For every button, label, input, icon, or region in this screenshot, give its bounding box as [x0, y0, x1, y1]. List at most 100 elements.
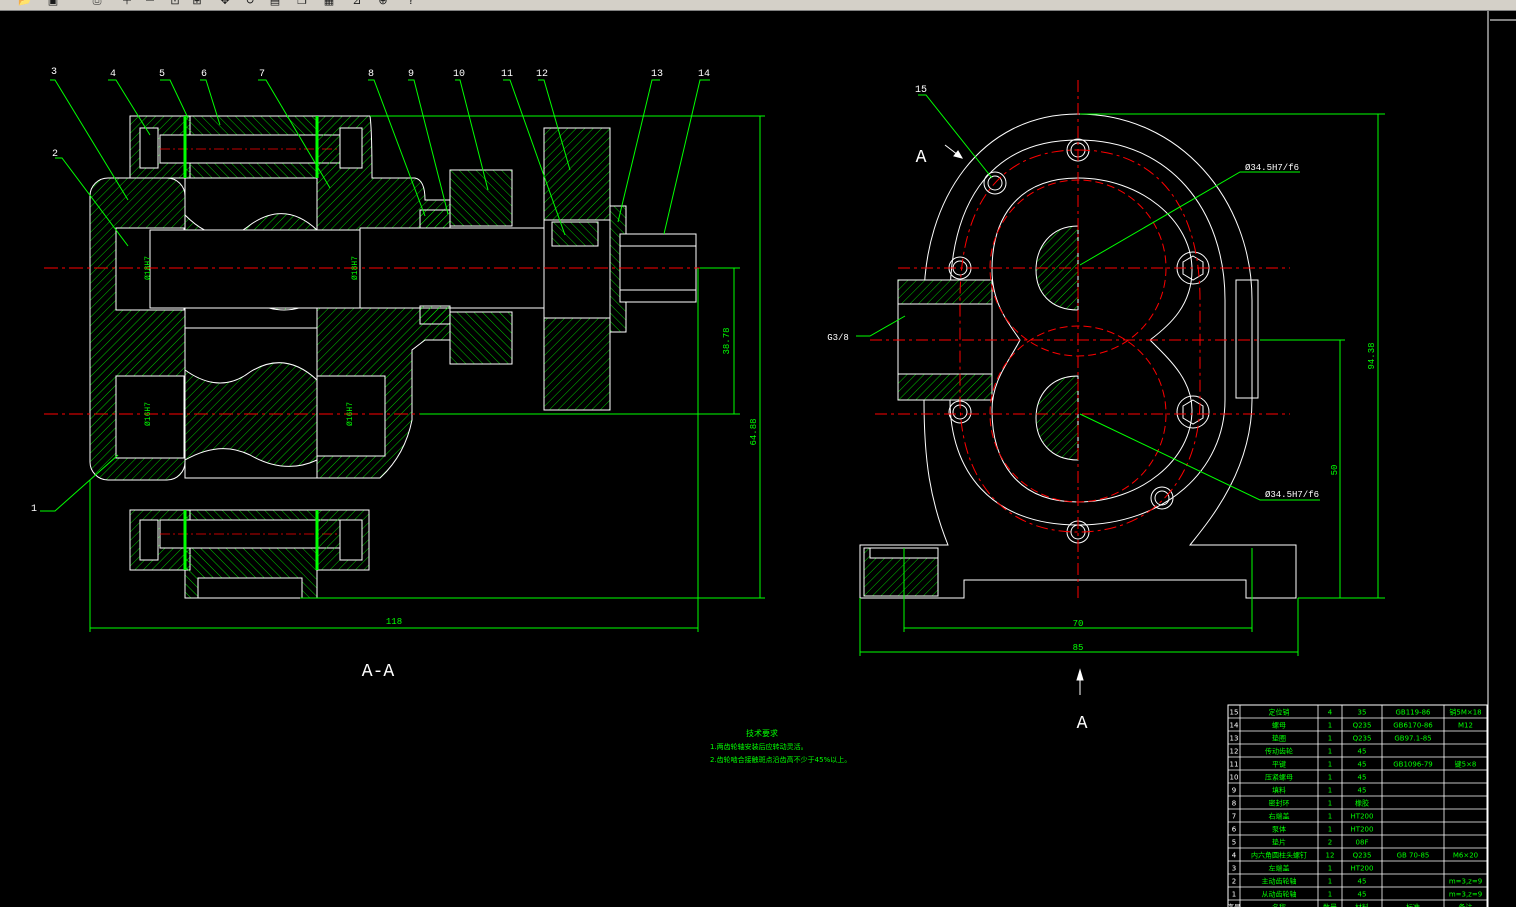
dia-3: Ø16H7	[144, 402, 153, 426]
redraw-icon[interactable]: ↻	[245, 0, 255, 7]
bom-cell: 平键	[1272, 760, 1286, 769]
dim-94-38: 94.38	[1367, 342, 1377, 369]
section-title: A-A	[362, 662, 395, 682]
bom-cell: 11	[1230, 761, 1239, 769]
part-label-10: 10	[453, 69, 465, 80]
tech-note-2: 2.齿轮啮合接触斑点沿齿高不少于45%以上。	[710, 755, 851, 764]
print-icon[interactable]: ⎙	[92, 0, 102, 7]
bom-cell: 填料	[1272, 786, 1286, 795]
zoom-window-icon[interactable]: ⊡	[170, 0, 180, 7]
dim-85: 85	[1073, 643, 1084, 653]
bom-cell: 压紧螺母	[1265, 773, 1293, 782]
bom-cell: 1	[1328, 774, 1332, 782]
bom-cell: HT200	[1351, 826, 1374, 834]
bom-cell: 序号	[1227, 903, 1241, 907]
bom-cell: HT200	[1351, 813, 1374, 821]
fit-label-top: Ø34.5H7/f6	[1245, 163, 1299, 173]
bom-cell: 12	[1326, 852, 1335, 860]
bom-cell: GB1096-79	[1393, 761, 1432, 769]
bom-cell: 1	[1328, 865, 1332, 873]
bom-cell: 35	[1358, 709, 1367, 717]
bom-cell: 泵体	[1272, 825, 1286, 834]
bom-cell: m=3,z=9	[1449, 891, 1482, 899]
part-label-13: 13	[651, 69, 663, 80]
part-label-12: 12	[536, 69, 548, 80]
bom-cell: 14	[1230, 722, 1239, 730]
bom-cell: 材料	[1355, 903, 1369, 907]
layer-icon[interactable]: ▤	[269, 0, 281, 7]
dim-38-78: 38.78	[722, 327, 732, 354]
bom-cell: 45	[1358, 891, 1367, 899]
bom-cell: 垫圈	[1272, 734, 1286, 743]
bom-cell: 内六角圆柱头螺钉	[1251, 851, 1307, 860]
help-icon[interactable]: ?	[408, 0, 414, 7]
bom-cell: 7	[1232, 813, 1236, 821]
bom-cell: GB6170-86	[1393, 722, 1433, 730]
bom-cell: 1	[1328, 891, 1332, 899]
bom-cell: 1	[1328, 761, 1332, 769]
bom-cell: GB 70-85	[1397, 852, 1430, 860]
bom-cell: 45	[1358, 787, 1367, 795]
bom-cell: 9	[1232, 787, 1236, 795]
bom-cell: 1	[1328, 878, 1332, 886]
end-view	[859, 113, 1297, 599]
bom-cell: 45	[1358, 748, 1367, 756]
end-centerlines	[870, 80, 1290, 600]
bom-cell: 1	[1328, 748, 1332, 756]
toolbar: 📂 ▣ ⎙ ＋ － ⊡ ⊞ ✥ ↻ ▤ ❐ ▦ ⊿ ⊕?	[0, 0, 1516, 11]
save-icon[interactable]: ▣	[47, 0, 59, 7]
bom-cell: 13	[1230, 735, 1239, 743]
bom-cell: 主动齿轮轴	[1262, 877, 1297, 886]
copy-icon[interactable]: ❐	[297, 0, 307, 7]
section-view	[89, 115, 697, 599]
bom-cell: 10	[1230, 774, 1239, 782]
open-icon[interactable]: 📂	[18, 0, 32, 7]
bom-cell: 名称	[1272, 903, 1286, 907]
part-label-2: 2	[52, 149, 58, 160]
bom-cell: 1	[1328, 722, 1332, 730]
bom-cell: 45	[1358, 774, 1367, 782]
part-label-7: 7	[259, 69, 265, 80]
bom-cell: 销5M×18	[1449, 708, 1481, 717]
bom-cell: 数量	[1323, 903, 1337, 907]
part-label-8: 8	[368, 69, 374, 80]
measure-icon[interactable]: ⊿	[352, 0, 362, 7]
bom-cell: 45	[1358, 878, 1367, 886]
bom-cell: Q235	[1353, 722, 1372, 730]
part-label-5: 5	[159, 69, 165, 80]
dia-2: Ø18H7	[351, 256, 360, 280]
bom-cell: GB97.1-85	[1394, 735, 1431, 743]
bom-cell: Q235	[1353, 852, 1372, 860]
bom-cell: 1	[1232, 891, 1236, 899]
properties-icon[interactable]: ▦	[323, 0, 335, 7]
bom-cell: M12	[1458, 722, 1473, 730]
bom-cell: 左端盖	[1269, 864, 1290, 873]
part-label-14: 14	[698, 69, 710, 80]
bom-cell: 3	[1232, 865, 1236, 873]
bom-cell: 标准	[1406, 903, 1420, 907]
end-dimensions	[856, 94, 1385, 656]
zoom-all-icon[interactable]: ⊞	[192, 0, 202, 7]
dim-70: 70	[1073, 619, 1084, 629]
zoom-in-icon[interactable]: ＋	[121, 0, 133, 7]
part-label-1: 1	[31, 504, 37, 515]
pan-icon[interactable]: ✥	[220, 0, 230, 7]
leader-lines	[40, 79, 710, 512]
bom-cell: 6	[1232, 826, 1237, 834]
bom-cell: 08F	[1356, 839, 1369, 847]
tech-note-1: 1.两齿轮轴安装后应转动灵活。	[710, 742, 808, 751]
lock-icon[interactable]: ⊕	[378, 0, 388, 7]
bom-cell: 定位销	[1269, 708, 1290, 717]
section-dimensions	[89, 115, 765, 632]
part-label-4: 4	[110, 69, 116, 80]
drawing-canvas[interactable]: 118 38.78 64.88 Ø18H7 Ø18H7 Ø16H7 Ø16H7 …	[0, 11, 1516, 907]
bom-cell: 45	[1358, 761, 1367, 769]
zoom-out-icon[interactable]: －	[144, 0, 156, 7]
bom-cell: 橡胶	[1355, 799, 1369, 808]
dim-64-88: 64.88	[749, 418, 759, 445]
dim-118: 118	[386, 617, 402, 627]
bom-cell: 密封环	[1269, 799, 1290, 808]
view-letter-bottom: A	[1077, 714, 1088, 734]
